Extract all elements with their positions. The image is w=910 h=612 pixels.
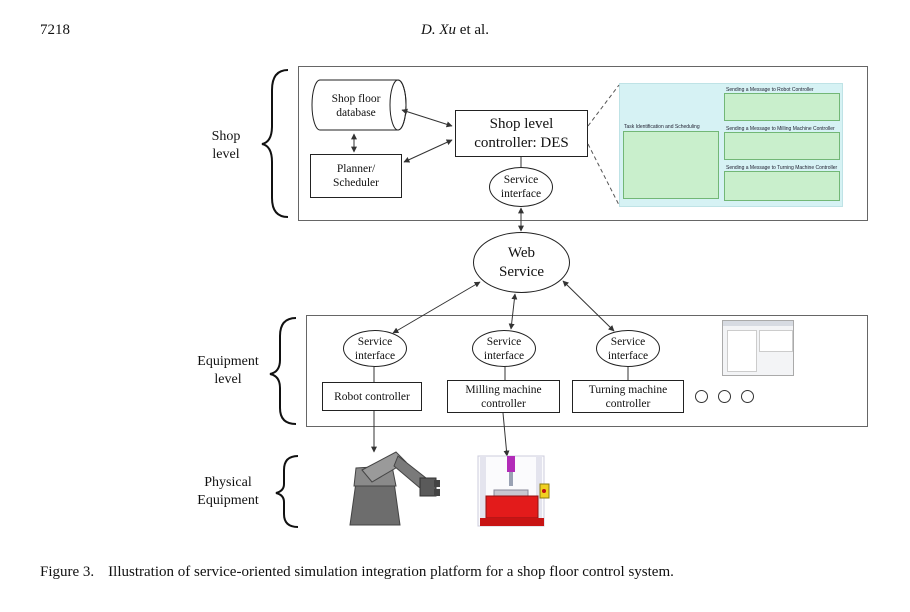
controller-line1: Shop level bbox=[489, 115, 554, 132]
database-cylinder-icon bbox=[311, 79, 407, 131]
database-line1: Shop floor bbox=[331, 93, 381, 105]
des-section-1-label: Sending a Message to Robot Controller bbox=[726, 87, 814, 93]
caption-text: Illustration of service-oriented simulat… bbox=[108, 564, 674, 580]
shop-level-frame bbox=[298, 66, 868, 221]
et-al: et al. bbox=[456, 22, 489, 38]
shop-level-line1: Shop bbox=[211, 129, 241, 144]
figure-number: Figure 3. bbox=[40, 564, 95, 580]
shop-level-controller: Shop level controller: DES bbox=[455, 110, 588, 157]
arrow-web-robot bbox=[392, 281, 481, 334]
equipment-level-line1: Equipment bbox=[197, 354, 259, 369]
web-service-line2: Service bbox=[499, 263, 544, 280]
shop-floor-database: Shop floor database bbox=[318, 92, 394, 120]
milling-si-line1: Service bbox=[486, 335, 522, 348]
milling-machine-controller: Milling machine controller bbox=[447, 380, 560, 413]
shop-service-interface: Service interface bbox=[489, 167, 553, 207]
robot-controller-label: Robot controller bbox=[334, 390, 410, 403]
des-model-screenshot: Task Identification and Scheduling Sendi… bbox=[619, 83, 843, 207]
shop-si-line1: Service bbox=[503, 174, 539, 186]
arrow-database-controller bbox=[401, 108, 453, 128]
des-section-1 bbox=[724, 93, 840, 121]
web-service: Web Service bbox=[473, 232, 570, 293]
more-controllers-dot-2 bbox=[718, 390, 731, 403]
robot-si-line1: Service bbox=[357, 335, 393, 348]
turning-line1: Turning machine bbox=[588, 383, 668, 396]
arrow-planner-controller bbox=[403, 139, 453, 163]
milling-service-interface: Service interface bbox=[472, 330, 536, 367]
des-task-block bbox=[623, 131, 719, 199]
robot-controller: Robot controller bbox=[322, 382, 422, 411]
dash-controller-panel-top bbox=[587, 84, 620, 127]
screenshot-pane-right bbox=[759, 330, 793, 352]
shop-level-label: Shop level bbox=[196, 128, 256, 164]
controller-ui-screenshot bbox=[722, 320, 794, 376]
screenshot-pane-left bbox=[727, 330, 757, 372]
arrow-milling-equipment bbox=[502, 412, 510, 457]
robot-service-interface: Service interface bbox=[343, 330, 407, 367]
equipment-level-brace bbox=[269, 317, 297, 425]
author-name: D. Xu bbox=[421, 22, 457, 38]
robot-arm-icon bbox=[349, 451, 440, 526]
arrow-web-turning bbox=[562, 280, 615, 332]
dash-controller-panel-bottom bbox=[587, 143, 620, 206]
des-section-2-label: Sending a Message to Milling Machine Con… bbox=[726, 126, 835, 132]
shop-level-brace bbox=[261, 69, 289, 218]
physical-level-line2: Equipment bbox=[197, 493, 259, 508]
shop-si-line2: interface bbox=[500, 188, 542, 200]
robot-si-line2: interface bbox=[354, 349, 396, 362]
physical-level-label: Physical Equipment bbox=[188, 474, 268, 510]
turning-si-line2: interface bbox=[607, 349, 649, 362]
turning-si-line1: Service bbox=[610, 335, 646, 348]
planner-line2: Scheduler bbox=[333, 177, 379, 189]
turning-service-interface: Service interface bbox=[596, 330, 660, 367]
physical-level-brace bbox=[275, 455, 299, 528]
controller-line2: controller: DES bbox=[474, 134, 569, 151]
milling-line2: controller bbox=[481, 397, 526, 410]
des-section-3-label: Sending a Message to Turning Machine Con… bbox=[726, 165, 838, 171]
more-controllers-dot-1 bbox=[695, 390, 708, 403]
des-task-label: Task Identification and Scheduling bbox=[624, 124, 700, 130]
planner-scheduler: Planner/ Scheduler bbox=[310, 154, 402, 198]
turning-machine-controller: Turning machine controller bbox=[572, 380, 684, 413]
more-controllers-dot-3 bbox=[741, 390, 754, 403]
running-head: D. Xu et al. bbox=[0, 22, 910, 39]
milling-machine-icon bbox=[477, 455, 550, 527]
des-section-2 bbox=[724, 132, 840, 160]
figure-caption: Figure 3. Illustration of service-oriente… bbox=[40, 564, 674, 581]
shop-level-line2: level bbox=[212, 147, 240, 162]
des-section-3 bbox=[724, 171, 840, 201]
web-service-line1: Web bbox=[507, 244, 536, 261]
planner-line1: Planner/ bbox=[336, 163, 376, 175]
page-number: 7218 bbox=[40, 22, 70, 38]
screenshot-titlebar bbox=[723, 321, 793, 326]
arrow-web-milling bbox=[508, 293, 518, 330]
milling-si-line2: interface bbox=[483, 349, 525, 362]
equipment-level-line2: level bbox=[214, 372, 242, 387]
turning-line2: controller bbox=[605, 397, 651, 410]
equipment-level-label: Equipment level bbox=[188, 353, 268, 389]
milling-line1: Milling machine bbox=[465, 383, 542, 396]
physical-level-line1: Physical bbox=[204, 475, 252, 490]
database-line2: database bbox=[336, 107, 376, 119]
